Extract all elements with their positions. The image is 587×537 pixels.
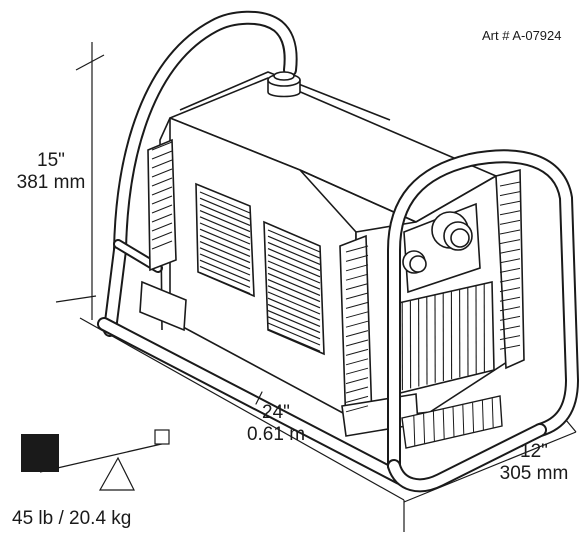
torch-connector-icon	[403, 251, 426, 273]
width-dimension-label: 12" 305 mm	[488, 441, 580, 485]
height-dimension-label: 15" 381 mm	[5, 150, 97, 194]
length-meters: 0.61 m	[226, 424, 326, 446]
width-millimeters: 305 mm	[488, 463, 580, 485]
width-inches: 12"	[488, 441, 580, 463]
weight-label: 45 lb / 20.4 kg	[12, 508, 131, 530]
length-inches: 24"	[226, 402, 326, 424]
top-fitting-icon	[268, 72, 300, 97]
weight-scale-icon	[21, 430, 169, 490]
height-millimeters: 381 mm	[5, 172, 97, 194]
length-dimension-label: 24" 0.61 m	[226, 402, 326, 446]
light-block-icon	[155, 430, 169, 444]
art-number-label: Art # A-07924	[482, 29, 562, 44]
fulcrum-triangle-icon	[100, 458, 134, 490]
height-inches: 15"	[5, 150, 97, 172]
heavy-block-icon	[21, 434, 59, 472]
